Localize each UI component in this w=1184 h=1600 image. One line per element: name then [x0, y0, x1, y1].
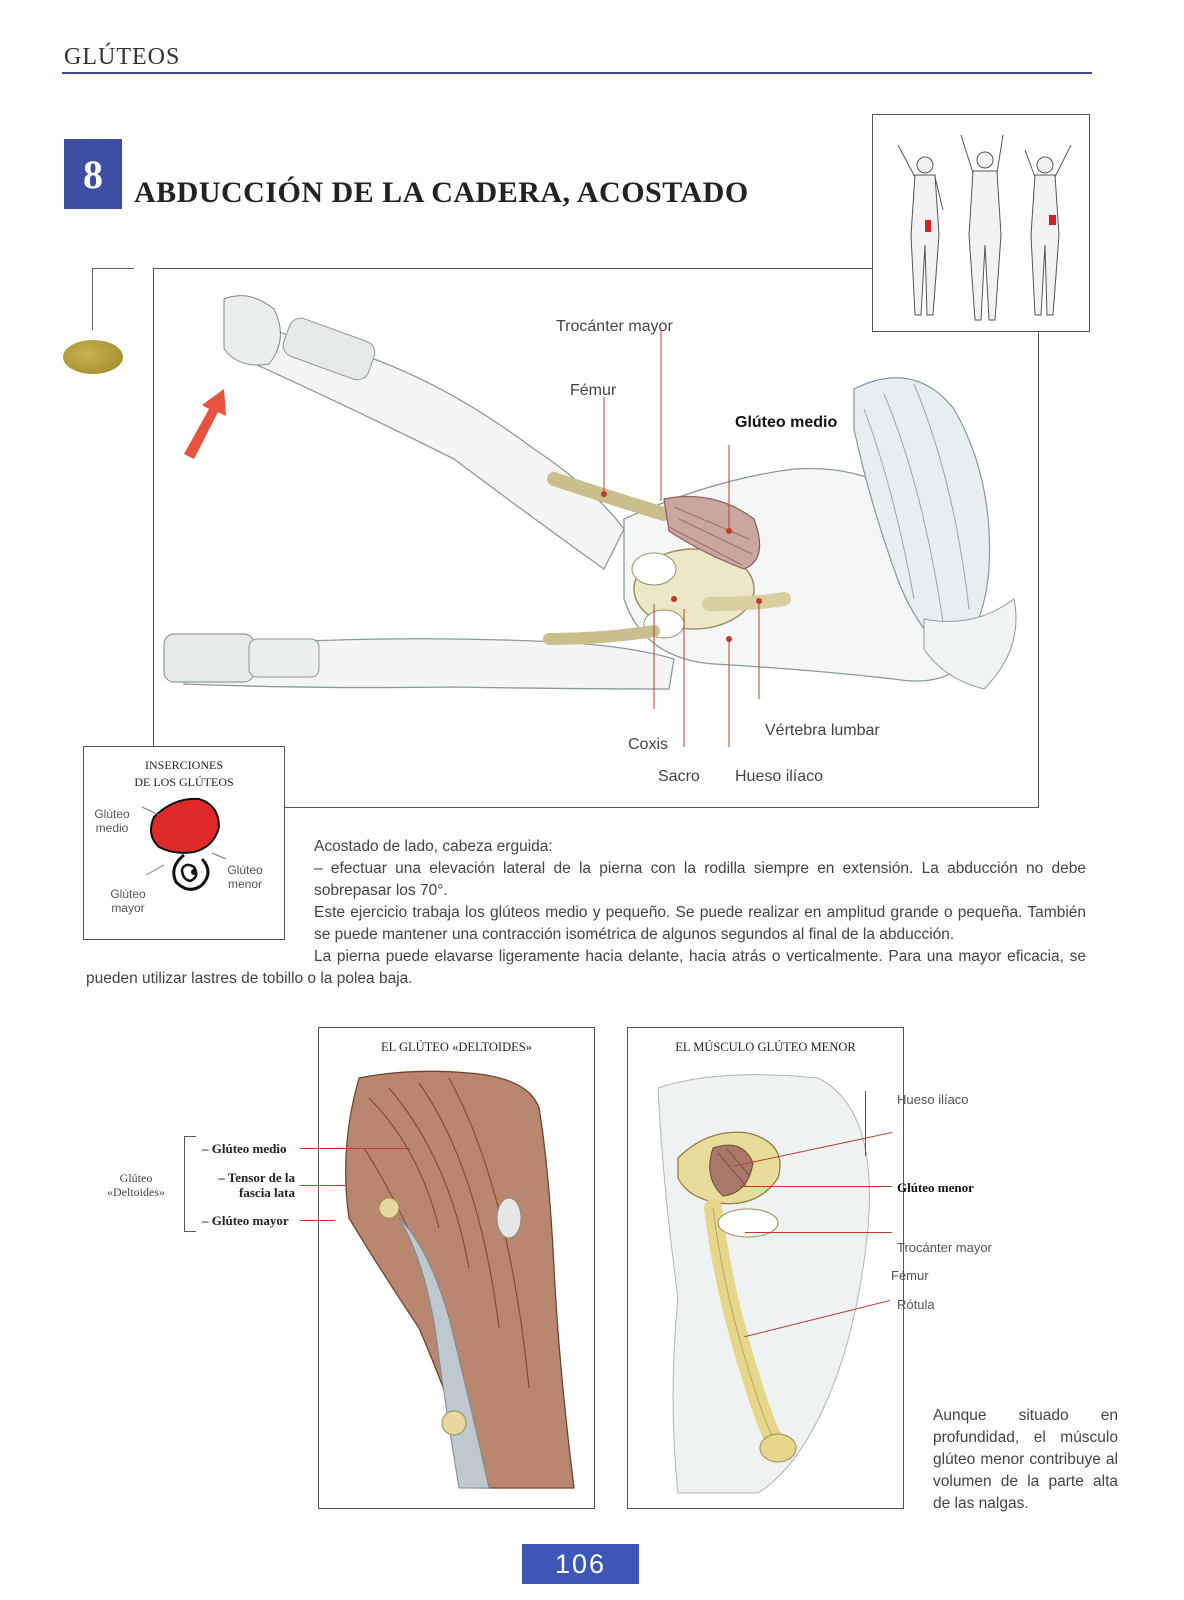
insertions-title-line2: DE LOS GLÚTEOS [134, 775, 234, 789]
deltoid-bracket-top [184, 1136, 196, 1137]
label-vertebra-lumbar: Vértebra lumbar [765, 722, 880, 739]
deltoid-group-label-2: «Deltoides» [107, 1185, 165, 1199]
insertions-box: INSERCIONES DE LOS GLÚTEOS Glúteo medio … [83, 746, 285, 940]
minor-label-hueso-iliaco: Hueso ilíaco [897, 1092, 969, 1107]
ins-label-mayor-2: mayor [111, 901, 145, 915]
label-hueso-iliaco: Hueso ilíaco [735, 768, 824, 785]
minor-label-rotula: Rótula [897, 1297, 935, 1312]
insertions-title-line1: INSERCIONES [144, 758, 223, 772]
description-p2: – efectuar una elevación lateral de la p… [314, 860, 1086, 899]
description-p1: Acostado de lado, cabeza erguida: [314, 838, 553, 855]
leader-line [740, 1186, 892, 1187]
main-illustration-frame [153, 268, 1039, 808]
gluteus-deltoid-illustration [345, 1070, 575, 1489]
gluteus-minor-box: EL MÚSCULO GLÚTEO MENOR [627, 1027, 904, 1509]
ins-label-menor-1: Glúteo [227, 863, 263, 877]
gluteus-minor-illustration [657, 1074, 870, 1494]
deltoid-box-title: EL GLÚTEO «DELTOIDES» [381, 1040, 532, 1054]
ins-label-medio-1: Glúteo [94, 807, 130, 821]
deltoid-group-label: Glúteo «Deltoides» [96, 1171, 176, 1199]
leader-line [865, 1091, 866, 1156]
label-femur: Fémur [570, 382, 617, 399]
leader-line [745, 1232, 892, 1233]
exercise-number-badge: 8 [64, 139, 122, 209]
page-number: 106 [522, 1544, 639, 1584]
deltoid-item-tensor-1: – Tensor de la [218, 1170, 295, 1185]
marker-line [92, 268, 134, 269]
deltoid-group-label-1: Glúteo [119, 1171, 153, 1185]
section-title: GLÚTEOS [64, 44, 181, 70]
minor-caption: Aunque situado en profundidad, el múscul… [933, 1407, 1118, 1512]
leader-line [300, 1220, 335, 1221]
minor-label-gluteo-menor: Glúteo menor [897, 1180, 974, 1195]
label-coxis: Coxis [628, 736, 669, 753]
muscle-figures-illustration [897, 134, 1072, 321]
label-sacro: Sacro [658, 768, 700, 785]
ins-label-mayor-1: Glúteo [110, 887, 146, 901]
description-p3: Este ejercicio trabaja los glúteos medio… [314, 904, 1086, 943]
minor-box-title: EL MÚSCULO GLÚTEO MENOR [675, 1040, 856, 1054]
ins-label-mayor: Glúteo mayor [104, 887, 152, 915]
description-p4: La pierna puede elavarse ligeramente hac… [86, 948, 1086, 987]
description-block: Acostado de lado, cabeza erguida: – efec… [314, 836, 1086, 946]
header-rule [62, 72, 1092, 74]
label-trocanter-mayor: Trocánter mayor [556, 318, 673, 335]
exercise-illustration [163, 295, 1017, 747]
minor-label-femur: Fémur [891, 1268, 929, 1283]
leader-line [300, 1148, 410, 1149]
ins-label-medio-2: medio [95, 821, 129, 835]
deltoid-bracket-line [184, 1136, 185, 1232]
exercise-title: ABDUCCIÓN DE LA CADERA, ACOSTADO [134, 176, 749, 209]
pelvis-insertions-diagram [141, 797, 227, 891]
deltoid-item-tensor-2: fascia lata [239, 1185, 295, 1200]
deltoid-box: EL GLÚTEO «DELTOIDES» [318, 1027, 595, 1509]
ins-label-menor-2: menor [227, 877, 262, 891]
gold-oval-marker [63, 340, 123, 374]
muscle-figures-thumbnail [872, 114, 1090, 332]
ins-label-menor: Glúteo menor [222, 863, 268, 891]
insertions-title: INSERCIONES DE LOS GLÚTEOS [84, 757, 284, 791]
deltoid-bracket-bottom [184, 1231, 196, 1232]
leader-line [300, 1185, 345, 1186]
minor-label-trocanter-mayor: Trocánter mayor [897, 1240, 992, 1255]
deltoid-item-gluteo-medio: – Glúteo medio [202, 1141, 287, 1156]
label-gluteo-medio: Glúteo medio [735, 414, 838, 431]
marker-line [92, 268, 93, 330]
ins-label-medio: Glúteo medio [90, 807, 134, 835]
deltoid-item-gluteo-mayor: – Glúteo mayor [202, 1213, 289, 1228]
deltoid-item-tensor: – Tensor de la fascia lata [200, 1170, 295, 1200]
